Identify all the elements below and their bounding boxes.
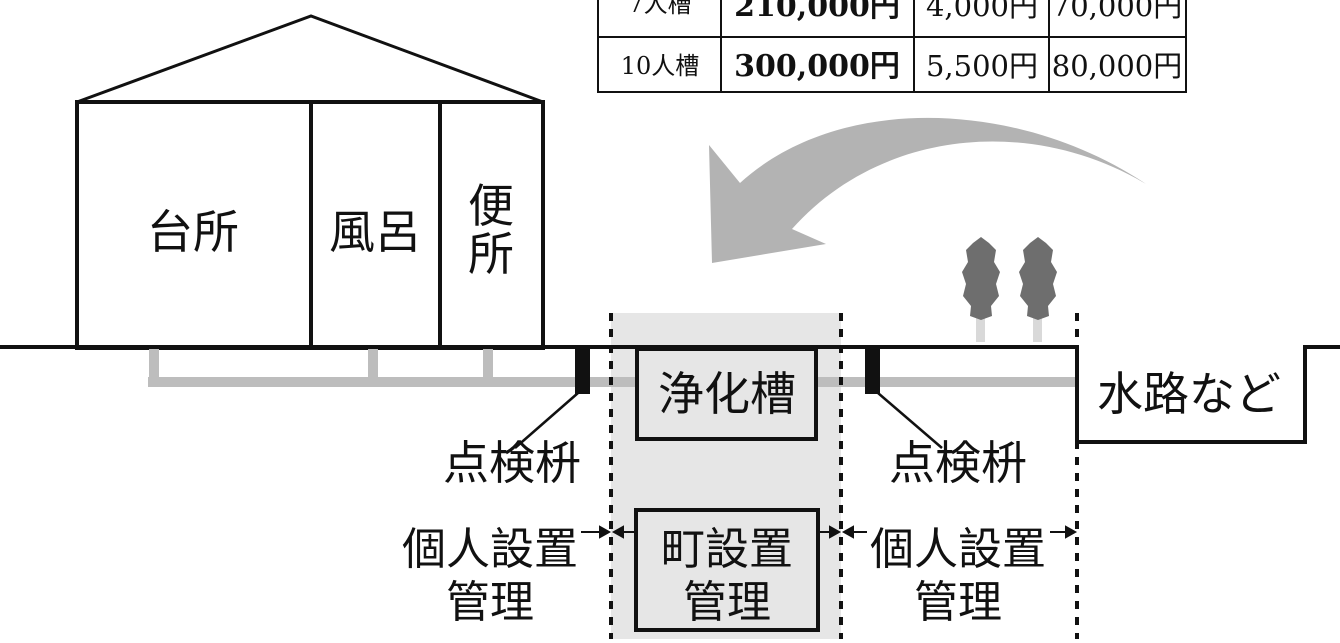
boundary-arrow-icon <box>581 525 612 539</box>
pointer-line <box>514 392 579 449</box>
curved-arrow-icon <box>709 117 1146 263</box>
drain-pipe <box>148 349 1079 387</box>
table-row-10-other-fee: 80,000円 <box>1052 49 1182 83</box>
inspection-pit-label-left: 点検枡 <box>443 436 581 490</box>
tree-icon <box>962 237 1000 342</box>
inspection-pit-label-right: 点検枡 <box>889 436 1027 490</box>
management-center-line2: 管理 <box>683 577 771 628</box>
house: 台所 風呂 便 所 <box>75 14 545 350</box>
septic-tank: 浄化槽 <box>635 347 818 441</box>
ground-line <box>0 345 1340 444</box>
management-right-line1: 個人設置 <box>870 524 1046 575</box>
table-row-10-install-fee: 300,000円 <box>734 49 900 84</box>
boundary-arrow-icon <box>841 525 867 539</box>
room-toilet-line1: 便 <box>468 179 514 233</box>
management-left-line1: 個人設置 <box>402 524 578 575</box>
room-toilet-line2: 所 <box>468 227 514 281</box>
table-row-7-monthly-fee: 4,000円 <box>926 0 1038 23</box>
septic-tank-label: 浄化槽 <box>658 367 796 421</box>
pointer-line <box>877 392 943 449</box>
table-row-7-size: 7人槽 <box>628 0 691 18</box>
room-kitchen: 台所 <box>147 205 239 259</box>
waterway-label: 水路など <box>1097 367 1281 421</box>
management-right-line2: 管理 <box>914 577 1002 628</box>
table-row-10-monthly-fee: 5,500円 <box>926 49 1038 83</box>
boundary-arrow-icon <box>819 525 842 539</box>
price-table: 7人槽 210,000円 4,000円 70,000円 10人槽 300,000… <box>597 0 1187 93</box>
tree-icon <box>1019 237 1057 342</box>
boundary-arrow-icon <box>1050 525 1078 539</box>
table-row-7-install-fee: 210,000円 <box>734 0 900 24</box>
table-row-7-other-fee: 70,000円 <box>1052 0 1182 23</box>
table-row-10-size: 10人槽 <box>621 52 700 80</box>
boundary-arrow-icon <box>611 525 635 539</box>
room-bath: 風呂 <box>329 205 421 259</box>
inspection-pit-right <box>865 345 880 394</box>
inspection-pit-left <box>575 345 590 394</box>
management-left-line2: 管理 <box>446 577 534 628</box>
management-center-line1: 町設置 <box>661 524 793 575</box>
town-management-box <box>634 508 820 632</box>
